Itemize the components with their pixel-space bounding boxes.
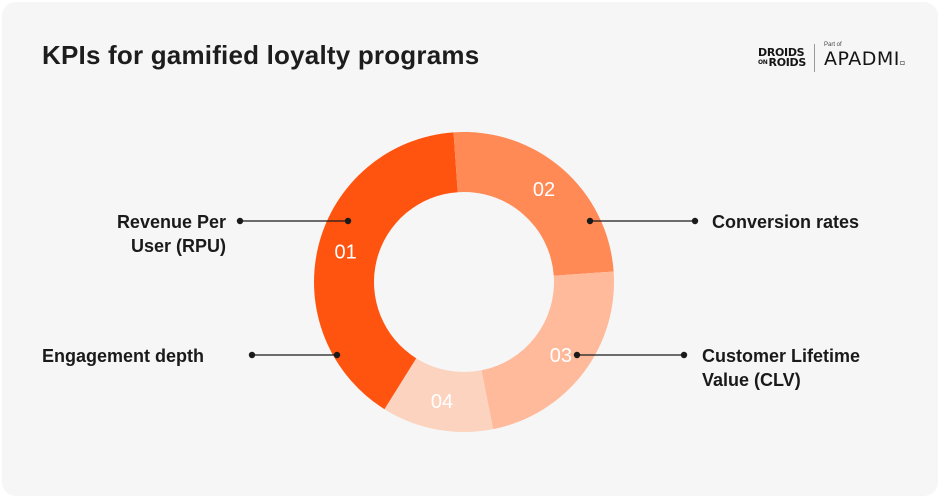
- apadmi-square-icon: ▫: [899, 58, 906, 67]
- logo-line-2: ROIDS: [768, 55, 807, 69]
- brand-logos: DROIDS ONROIDS Part of APADMI▫: [758, 42, 906, 73]
- label-revenue-line-1: Revenue Per: [116, 212, 226, 232]
- label-revenue-per-user: Revenue Per User (RPU): [98, 210, 226, 258]
- connector-engagement: [248, 351, 341, 359]
- apadmi-wordmark: APADMI: [824, 48, 900, 70]
- label-revenue-line-2: User (RPU): [130, 236, 226, 256]
- connector-revenue: [236, 217, 352, 225]
- label-clv-line-2: Value (CLV): [702, 370, 801, 390]
- donut-slice-04: [384, 358, 494, 432]
- droids-on-roids-logo: DROIDS ONROIDS: [758, 45, 807, 69]
- slice-number-04: 04: [431, 391, 453, 413]
- page-title: KPIs for gamified loyalty programs: [42, 40, 480, 70]
- slice-number-02: 02: [533, 179, 555, 201]
- label-connectors: [236, 217, 699, 359]
- label-engagement-depth: Engagement depth: [42, 346, 205, 366]
- logo-line-1: DROIDS: [758, 45, 805, 59]
- slice-number-03: 03: [550, 345, 572, 367]
- logo-on: ON: [758, 58, 768, 66]
- connector-clv: [573, 351, 688, 359]
- label-clv-line-1: Customer Lifetime: [702, 346, 861, 366]
- donut-slice-numbers: 01 02 03 04: [334, 179, 572, 413]
- label-conversion-rates: Conversion rates: [712, 212, 860, 232]
- part-of-text: Part of: [824, 42, 842, 48]
- donut-slice-01: [314, 132, 458, 410]
- connector-conversion: [586, 217, 699, 225]
- donut-slice-02: [453, 132, 614, 276]
- donut-slice-03: [481, 271, 614, 430]
- slice-number-01: 01: [334, 241, 356, 263]
- label-customer-lifetime-value: Customer Lifetime Value (CLV): [702, 344, 860, 392]
- brand-divider: [814, 43, 815, 72]
- apadmi-logo: APADMI▫: [824, 49, 906, 73]
- donut-slices: [314, 132, 614, 432]
